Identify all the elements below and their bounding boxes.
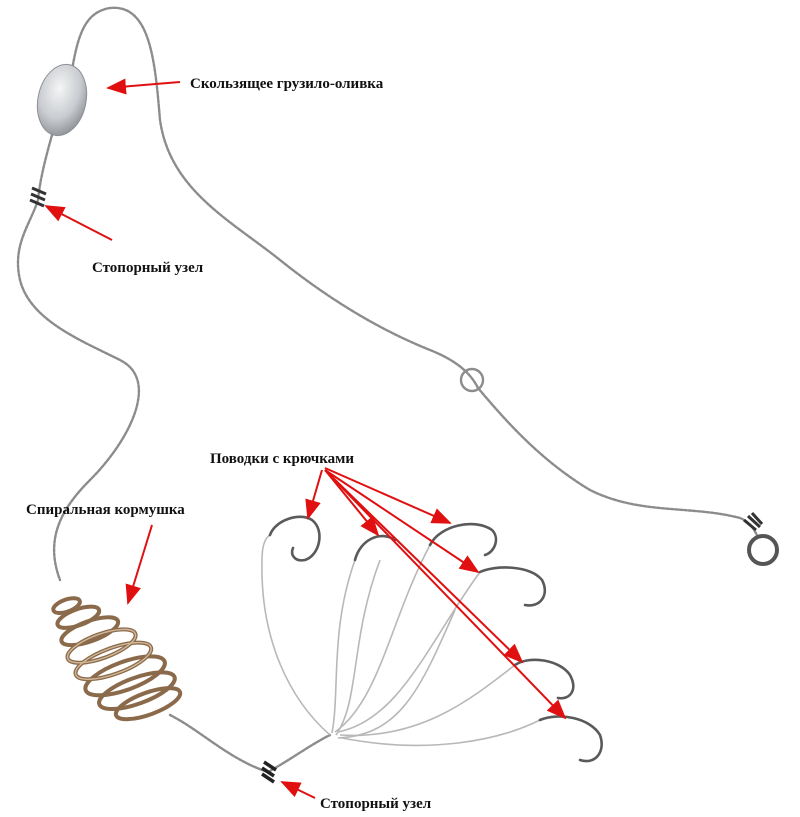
line-loop [459, 367, 485, 393]
feeder-line [16, 133, 140, 582]
arrow-leader-5 [324, 469, 524, 664]
hook-1 [268, 515, 321, 562]
stop-knot-top [29, 186, 47, 208]
label-stop-knot-top: Стопорный узел [92, 260, 204, 276]
arrow-stop-knot-bottom [280, 781, 316, 799]
main-line [70, 6, 760, 540]
arrow-leader-6 [324, 469, 567, 720]
hook-5 [513, 658, 575, 700]
bottom-line [168, 713, 332, 774]
spiral-feeder [51, 596, 183, 722]
arrow-leader-2 [324, 469, 380, 537]
label-feeder: Спиральная кормушка [26, 502, 185, 518]
sinker-olive [36, 63, 88, 137]
hook-6 [538, 715, 603, 763]
leaders [261, 534, 541, 747]
arrow-leader-3 [324, 467, 452, 524]
swivel-ring [747, 534, 779, 566]
hook-4 [478, 566, 547, 607]
hook-3 [428, 522, 498, 557]
stop-knot-bottom [261, 760, 277, 784]
arrow-stop-knot-top [44, 205, 113, 241]
arrow-leader-1 [305, 469, 323, 520]
arrow-sinker [106, 78, 181, 95]
arrow-leader-4 [324, 469, 480, 574]
ring-knot [743, 511, 764, 532]
label-stop-knot-bottom: Стопорный узел [320, 796, 432, 812]
hook-2 [353, 534, 397, 562]
label-sinker: Скользящее грузило-оливка [190, 76, 384, 92]
arrow-feeder [125, 524, 153, 605]
label-leaders: Поводки с крючками [210, 451, 354, 467]
annotation-arrows [44, 78, 567, 799]
